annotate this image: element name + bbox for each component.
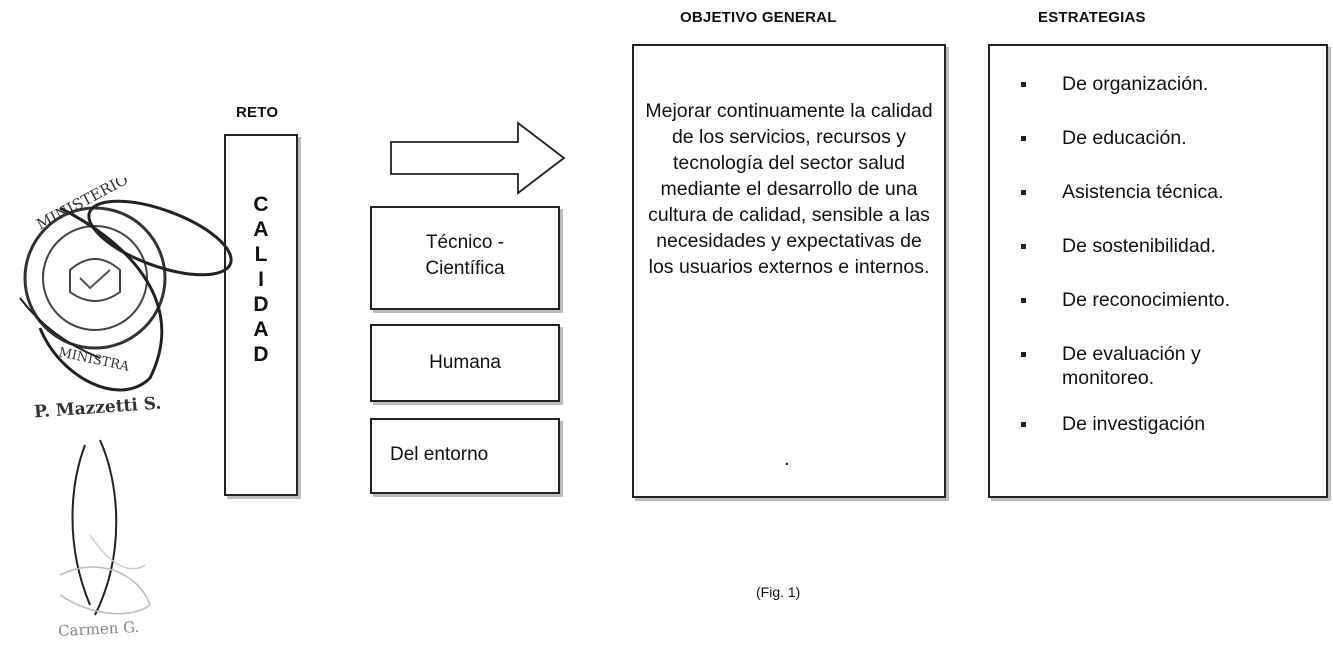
strategy-item: De investigación — [990, 412, 1326, 436]
reto-heading: RETO — [236, 104, 279, 121]
signature-name-2: Carmen G. — [57, 617, 140, 641]
reto-letter: D — [253, 343, 269, 366]
official-seal-stamp: MINISTERIO MINISTRA — [19, 178, 233, 392]
figure-caption: (Fig. 1) — [756, 584, 801, 600]
objective-box: Mejorar continuamente la calidad de los … — [632, 44, 946, 498]
reto-letter: C — [253, 193, 269, 216]
strategy-label: De organización. — [1062, 73, 1209, 95]
strategies-list: De organización. De educación. Asistenci… — [990, 72, 1326, 436]
dimension-box-humana: Humana — [370, 324, 560, 402]
objective-heading: OBJETIVO GENERAL — [680, 9, 837, 26]
strategy-item: De evaluación y monitoreo. — [990, 342, 1282, 390]
strategy-item: De reconocimiento. — [990, 288, 1326, 312]
reto-letter: D — [253, 293, 269, 316]
reto-box: C A L I D A D — [224, 134, 298, 496]
reto-letter: A — [253, 218, 269, 241]
objective-trailing-dot: . — [784, 448, 790, 470]
stamp-ring-text: MINISTERIO — [33, 178, 131, 234]
strategy-item: De educación. — [990, 126, 1326, 150]
dimension-box-tecnico: Técnico - Científica — [370, 206, 560, 310]
dimension-label: Técnico - Científica — [425, 232, 505, 279]
objective-text: Mejorar continuamente la calidad de los … — [645, 100, 933, 278]
reto-letter: I — [258, 268, 264, 291]
strategies-heading: ESTRATEGIAS — [1038, 9, 1146, 26]
strategy-label: De educación. — [1062, 127, 1187, 149]
stamp-bottom-text: MINISTRA — [57, 345, 131, 375]
strategy-label: De reconocimiento. — [1062, 289, 1230, 311]
strategy-label: De sostenibilidad. — [1062, 235, 1216, 257]
strategy-item: Asistencia técnica. — [990, 180, 1326, 204]
reto-letters: C A L I D A D — [226, 192, 296, 367]
strategy-label: De investigación — [1062, 413, 1206, 435]
reto-letter: L — [254, 243, 268, 266]
reto-letter: A — [253, 318, 269, 341]
strategy-item: De organización. — [990, 72, 1326, 96]
strategy-label: Asistencia técnica. — [1062, 181, 1224, 203]
strategy-item: De sostenibilidad. — [990, 234, 1326, 258]
right-arrow-icon — [390, 121, 566, 195]
strategy-label: De evaluación y monitoreo. — [1062, 343, 1201, 389]
handwritten-signature — [59, 439, 151, 616]
dimension-label: Humana — [429, 352, 501, 373]
dimension-box-entorno: Del entorno — [370, 418, 560, 494]
dimension-label: Del entorno — [390, 444, 489, 465]
strategies-box: De organización. De educación. Asistenci… — [988, 44, 1328, 498]
